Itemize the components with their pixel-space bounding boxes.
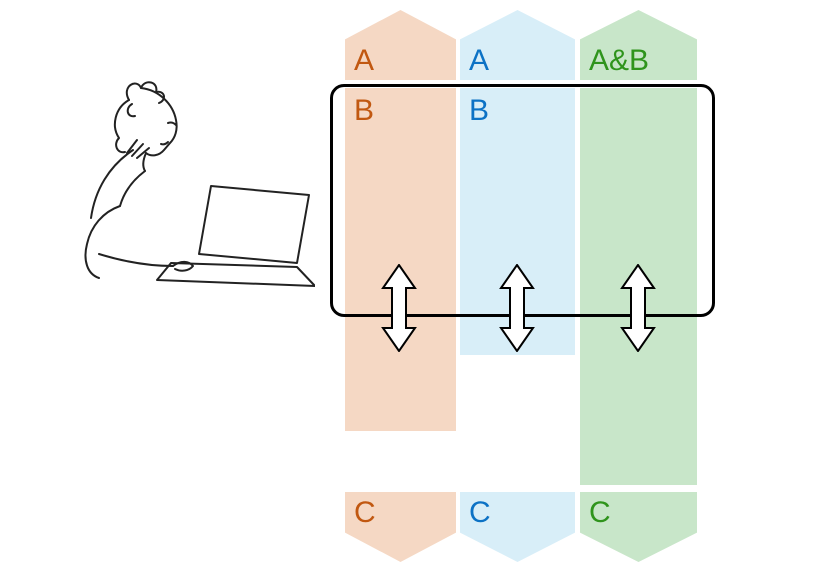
column-b-bottom-cap: C: [460, 492, 575, 562]
double-arrow-icon: [620, 264, 656, 352]
column-ab-top-cap: A&B: [580, 10, 697, 80]
laptop-screen-icon: [198, 185, 310, 264]
column-a-bottom-cap: C: [345, 492, 456, 562]
sketch-strokes: [84, 81, 315, 287]
column-b-top-cap: A: [460, 10, 575, 80]
laptop-base-icon: [156, 262, 315, 287]
person-at-laptop-illustration: [84, 81, 315, 287]
column-ab-bottom-cap: C: [580, 492, 697, 562]
column-a-top-label: A: [354, 44, 375, 77]
column-ab-bottom-label: C: [589, 496, 611, 529]
column-b-top-label: A: [469, 44, 490, 77]
double-arrow-icon: [499, 264, 535, 352]
column-a-top-cap: A: [345, 10, 456, 80]
column-a-mid-label: B: [354, 94, 375, 127]
column-b-bottom-label: C: [469, 496, 491, 529]
column-ab-top-label: A&B: [589, 44, 650, 77]
column-a-bottom-label: C: [354, 496, 376, 529]
column-a-band: B: [345, 88, 456, 431]
double-arrow-icon: [381, 264, 417, 352]
column-b-mid-label: B: [469, 94, 490, 127]
